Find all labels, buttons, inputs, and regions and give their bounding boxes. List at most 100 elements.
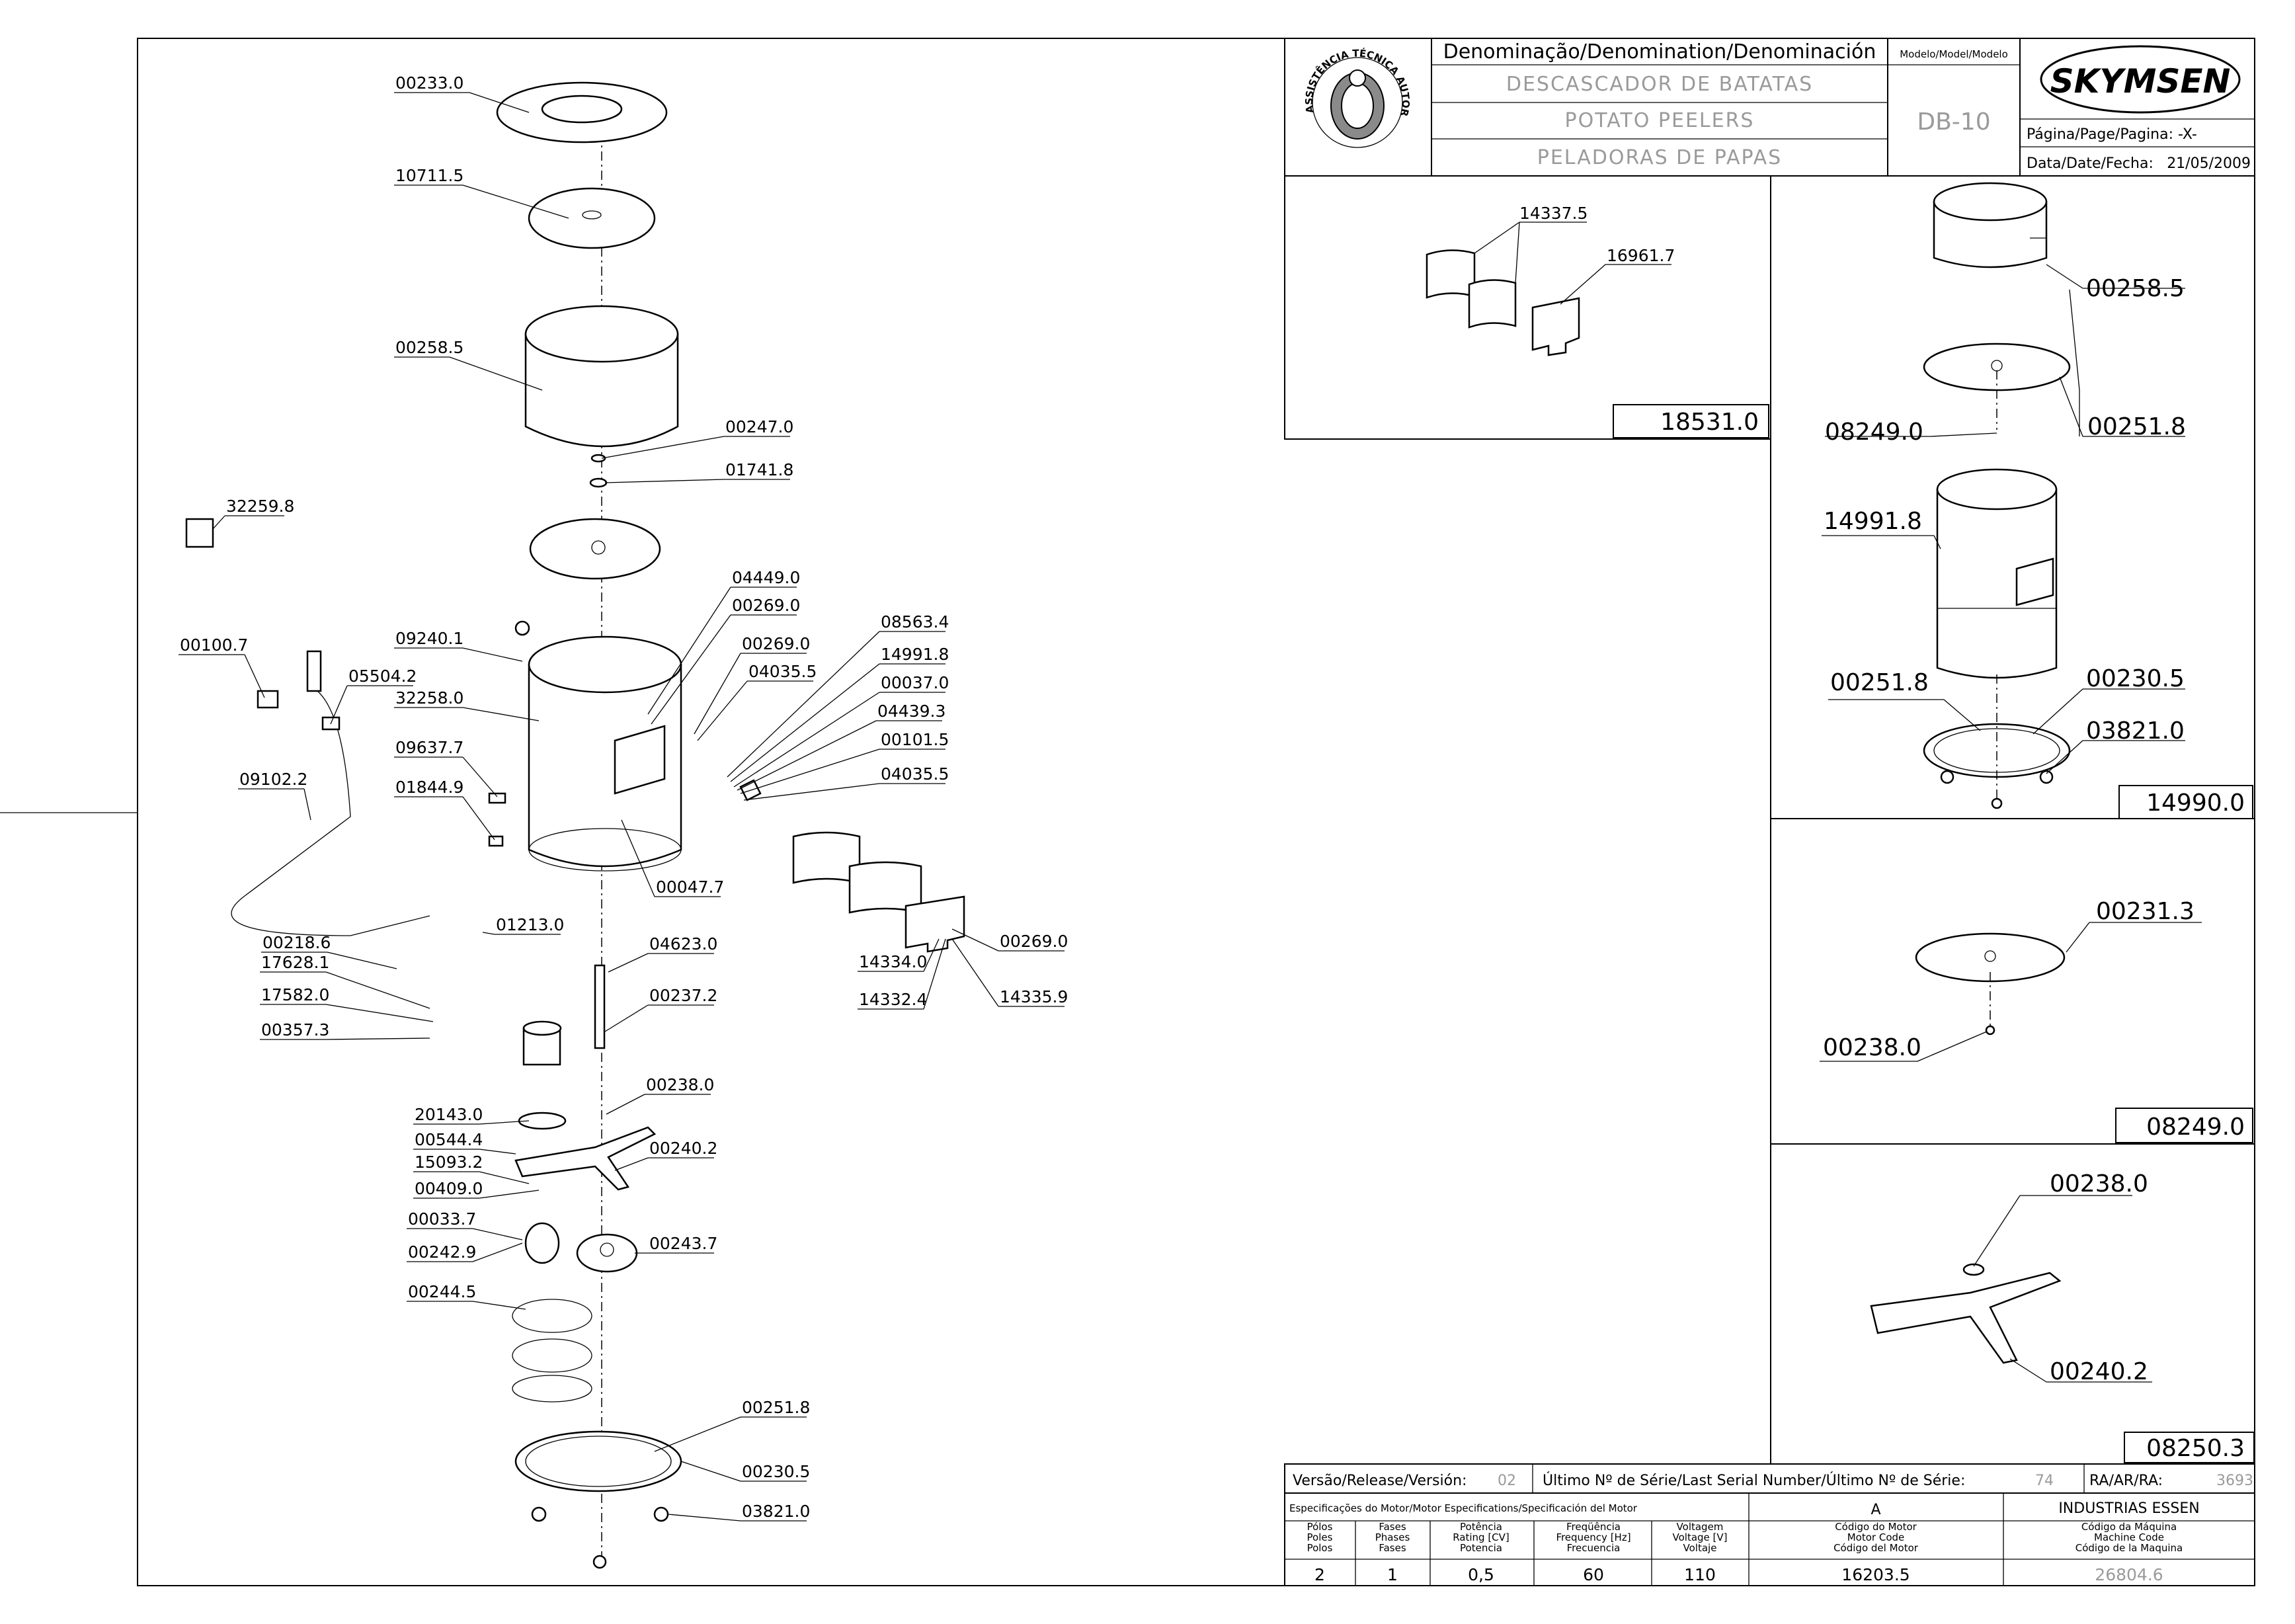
callout-leader	[330, 685, 348, 725]
part-label: 00544.4	[415, 1130, 483, 1149]
callout-leader	[472, 1228, 523, 1240]
callout-leader	[740, 749, 880, 794]
motor-column-frequency: Freqüência Frequency [Hz] Frecuencia 60	[1556, 1521, 1631, 1584]
callout-leader	[462, 796, 495, 840]
callout-leader	[479, 1120, 530, 1125]
part-label: 00033.7	[408, 1209, 476, 1229]
part-label: 00101.5	[881, 730, 949, 749]
part-label: 04449.0	[732, 568, 800, 587]
main-exploded-view	[185, 81, 965, 1569]
svg-text:2: 2	[1314, 1565, 1325, 1584]
motor-column-phases: Fases Phases Fases 1	[1375, 1521, 1410, 1584]
part-label: 00258.5	[2086, 275, 2185, 302]
svg-text:110: 110	[1684, 1565, 1716, 1584]
part-label: 00251.8	[742, 1398, 810, 1417]
part-label: 14332.4	[859, 990, 927, 1009]
svg-text:Frecuencia: Frecuencia	[1567, 1542, 1621, 1554]
part-label: 00251.8	[1830, 669, 1929, 696]
svg-text:Fases: Fases	[1379, 1542, 1406, 1554]
version-label: Versão/Release/Versión:	[1293, 1473, 1467, 1489]
part-label: 00240.2	[2050, 1358, 2148, 1385]
svg-text:60: 60	[1583, 1565, 1604, 1584]
callout-leader	[604, 479, 725, 483]
ra-value: 3693	[2216, 1473, 2253, 1489]
callout-leader	[647, 587, 731, 715]
skymsen-logo: SKYMSEN	[2040, 45, 2241, 114]
part-label: 14991.8	[1824, 508, 1922, 535]
part-label: 00269.0	[732, 596, 800, 615]
callout-leader	[469, 92, 530, 113]
part-label: 00218.6	[262, 933, 331, 952]
callout-leader	[737, 720, 877, 791]
callout-leader	[462, 647, 523, 662]
motor-code: 16203.5	[1841, 1565, 1910, 1584]
part-label: 00238.0	[1823, 1034, 1921, 1061]
svg-text:Rating [CV]: Rating [CV]	[1453, 1531, 1510, 1543]
part-label: 08563.4	[881, 612, 949, 631]
svg-text:0,5: 0,5	[1468, 1565, 1494, 1584]
part-label: 00269.0	[742, 634, 810, 653]
part-label: 00247.0	[725, 417, 793, 436]
subassembly-18531-panel: 14337.5 16961.7 18531.0	[1284, 175, 1771, 440]
callout-leader	[694, 653, 741, 735]
subassembly-code: 08249.0	[2146, 1114, 2245, 1141]
part-label: 17628.1	[261, 953, 329, 972]
part-label: 00409.0	[415, 1179, 483, 1198]
subassembly-08250-panel: 00238.0 00240.2 08250.3	[1770, 1143, 2255, 1465]
part-label: 00238.0	[646, 1075, 714, 1094]
model-label: Modelo/Model/Modelo	[1900, 48, 2008, 60]
name-portuguese: DESCASCADOR DE BATATAS	[1506, 73, 1813, 96]
part-label: 00242.9	[408, 1242, 476, 1262]
part-label: 04439.3	[877, 702, 946, 721]
subassembly-code: 14990.0	[2146, 790, 2245, 817]
callout-leader	[325, 971, 430, 1009]
svg-text:Código del Motor: Código del Motor	[1833, 1542, 1919, 1554]
model-number: DB-10	[1917, 108, 1990, 136]
authorized-service-seal: ASSISTÊNCIA TÉCNICA AUTORIZADA	[0, 0, 1412, 148]
callout-leader	[951, 938, 999, 1007]
part-label: 14335.9	[1000, 987, 1068, 1006]
name-english: POTATO PEELERS	[1565, 109, 1755, 132]
part-label: 04623.0	[649, 934, 717, 954]
part-label: 00233.0	[395, 73, 463, 93]
callout-leader	[923, 938, 946, 1010]
date-label: Data/Date/Fecha:	[2027, 155, 2154, 172]
callout-leader	[472, 1301, 526, 1310]
motor-code-cell: Código do Motor Motor Code Código del Mo…	[1833, 1521, 1919, 1584]
svg-text:Machine Code: Machine Code	[2094, 1531, 2164, 1543]
part-label: 00231.3	[2096, 898, 2194, 925]
callout-leader	[727, 631, 880, 778]
serial-label: Último Nº de Série/Last Serial Number/Úl…	[1543, 1472, 1965, 1489]
footer-spec-table: Versão/Release/Versión: 02 Último Nº de …	[1284, 1463, 2255, 1586]
part-label: 03821.0	[742, 1502, 810, 1521]
callout-leader	[951, 928, 999, 952]
callout-leader	[608, 953, 649, 973]
motor-column-poles: Pólos Poles Polos 2	[1307, 1521, 1333, 1584]
part-label: 05504.2	[348, 667, 417, 686]
svg-text:1: 1	[1387, 1565, 1398, 1584]
callout-leader	[697, 680, 748, 741]
part-label: 04035.5	[748, 662, 817, 681]
svg-text:Phases: Phases	[1375, 1531, 1410, 1543]
callout-leader	[654, 1416, 741, 1452]
part-label: 00251.8	[2087, 413, 2186, 440]
main-part-labels: 00233.010711.500258.500247.001741.832259…	[179, 73, 1068, 1522]
drawing-frame	[137, 38, 2255, 1586]
callout-leader	[482, 932, 495, 935]
part-label: 14991.8	[881, 645, 949, 664]
callout-leader	[651, 614, 731, 725]
svg-text:ASSISTÊNCIA TÉCNICA AUTORIZADA: ASSISTÊNCIA TÉCNICA AUTORIZADA	[0, 0, 1412, 118]
subassembly-14990-panel: 00258.5 08249.0 00251.8 14991.8 00251.8 …	[1770, 175, 2255, 819]
part-label: 01844.9	[395, 778, 463, 797]
part-label: 00230.5	[2086, 665, 2185, 692]
svg-text:Voltaje: Voltaje	[1683, 1542, 1717, 1554]
motor-column-rating: Potência Rating [CV] Potencia 0,5	[1453, 1521, 1510, 1584]
callout-leader	[303, 788, 311, 821]
serial-value: 74	[2035, 1473, 2054, 1489]
denomination-label: Denominação/Denomination/Denominación	[1443, 40, 1876, 63]
ra-label: RA/AR/RA:	[2089, 1473, 2163, 1489]
callout-leader	[923, 938, 940, 972]
part-label: 00269.0	[1000, 932, 1068, 951]
version-value: 02	[1498, 1473, 1516, 1489]
